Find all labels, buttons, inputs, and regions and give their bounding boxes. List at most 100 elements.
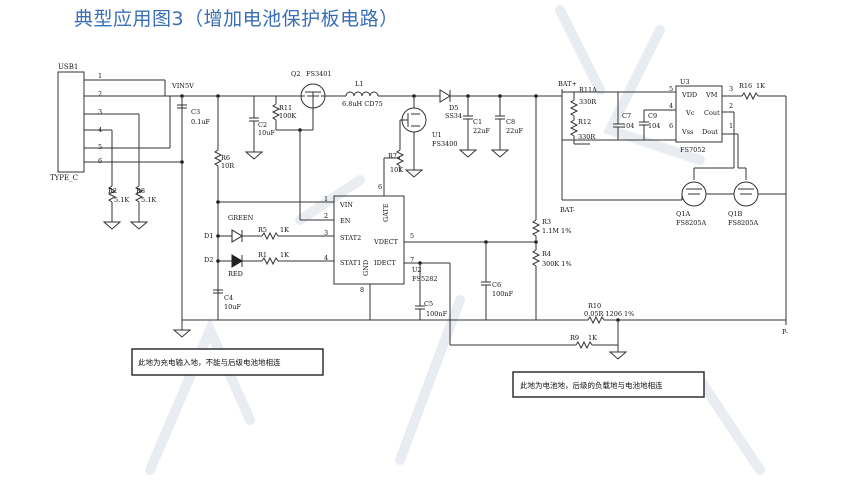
svg-text:6.8uH CD75: 6.8uH CD75 bbox=[342, 100, 383, 108]
svg-text:330R: 330R bbox=[579, 98, 597, 106]
svg-text:3: 3 bbox=[729, 85, 733, 93]
resistor-r6: R6 10R bbox=[213, 94, 235, 320]
svg-text:1: 1 bbox=[98, 72, 102, 80]
svg-text:22uF: 22uF bbox=[506, 127, 523, 135]
svg-text:C7: C7 bbox=[622, 112, 631, 120]
svg-text:6: 6 bbox=[378, 183, 382, 191]
svg-text:1: 1 bbox=[324, 195, 328, 203]
svg-text:FS3401: FS3401 bbox=[306, 70, 332, 78]
capacitor-c7: C7 104 bbox=[613, 92, 634, 140]
usb-ref: USB1 bbox=[58, 63, 78, 71]
svg-text:3: 3 bbox=[324, 229, 328, 237]
capacitor-c1: C1 22uF bbox=[458, 94, 490, 158]
svg-text:4: 4 bbox=[669, 102, 673, 110]
svg-text:6: 6 bbox=[98, 157, 102, 165]
svg-text:R16: R16 bbox=[739, 82, 752, 90]
svg-text:22uF: 22uF bbox=[473, 127, 490, 135]
led-d1: D1 GREEN bbox=[204, 214, 256, 243]
svg-text:C9: C9 bbox=[648, 112, 657, 120]
capacitor-c3: C3 0.1uF bbox=[177, 96, 211, 126]
vin-label: VIN5V bbox=[171, 82, 194, 90]
svg-text:FS5282: FS5282 bbox=[412, 275, 438, 283]
svg-text:5.1K: 5.1K bbox=[141, 196, 156, 204]
svg-text:R7: R7 bbox=[388, 152, 397, 160]
svg-text:R9: R9 bbox=[570, 334, 579, 342]
resistor-r11: R11 100K bbox=[271, 96, 300, 131]
resistor-r2: R2 5.1K bbox=[102, 130, 129, 230]
resistor-r9: R9 1K bbox=[570, 320, 628, 360]
svg-text:GREEN: GREEN bbox=[228, 214, 254, 222]
svg-text:R11: R11 bbox=[279, 104, 292, 112]
battery-terminals: BAT+ BAT- bbox=[534, 80, 577, 220]
svg-text:C2: C2 bbox=[258, 121, 267, 129]
bat-minus-label: BAT- bbox=[560, 206, 575, 214]
svg-text:1K: 1K bbox=[588, 334, 597, 342]
svg-text:R5: R5 bbox=[258, 226, 267, 234]
svg-text:C6: C6 bbox=[492, 281, 501, 289]
svg-text:R10: R10 bbox=[588, 302, 601, 310]
svg-text:10uF: 10uF bbox=[258, 129, 275, 137]
svg-text:Q1A: Q1A bbox=[676, 210, 690, 218]
resistor-r11a: R11A 330R bbox=[562, 86, 597, 117]
svg-text:此地为充电输入地，不能与后级电池地相连: 此地为充电输入地，不能与后级电池地相连 bbox=[138, 357, 281, 367]
svg-text:C4: C4 bbox=[224, 294, 233, 302]
svg-text:FS7052: FS7052 bbox=[680, 146, 706, 154]
svg-text:Q1B: Q1B bbox=[728, 210, 742, 218]
svg-text:5: 5 bbox=[98, 143, 102, 151]
svg-text:IDECT: IDECT bbox=[374, 259, 396, 267]
svg-text:R4: R4 bbox=[542, 250, 551, 258]
svg-text:VDD: VDD bbox=[681, 91, 697, 99]
svg-text:104: 104 bbox=[622, 122, 634, 130]
svg-text:2: 2 bbox=[98, 90, 102, 98]
svg-text:R2: R2 bbox=[108, 187, 117, 195]
svg-text:D1: D1 bbox=[204, 232, 213, 240]
svg-text:4: 4 bbox=[324, 254, 328, 262]
protection-ic-u3: U3 VDD VM Vc Cout Vss Dout FS7052 5 3 4 … bbox=[669, 78, 733, 154]
mosfet-q1a: Q1A FS8205A bbox=[562, 111, 739, 227]
svg-text:R1: R1 bbox=[258, 251, 267, 259]
page-title: 典型应用图3（增加电池保护板电路） bbox=[74, 8, 399, 30]
svg-text:5: 5 bbox=[410, 232, 414, 240]
svg-text:Q2: Q2 bbox=[291, 70, 300, 78]
svg-text:2: 2 bbox=[729, 102, 733, 110]
svg-text:Dout: Dout bbox=[702, 128, 718, 136]
svg-text:EN: EN bbox=[340, 217, 351, 225]
svg-text:GND: GND bbox=[362, 260, 370, 276]
svg-text:1K: 1K bbox=[280, 251, 289, 259]
svg-text:U1: U1 bbox=[432, 131, 442, 139]
svg-text:100nF: 100nF bbox=[492, 290, 514, 298]
note-battery-ground: 此地为电池地，后级的负载地与电池地相连 bbox=[512, 371, 705, 398]
capacitor-c4: C4 10uF bbox=[213, 280, 241, 311]
resistor-r5: R5 1K bbox=[256, 226, 334, 241]
led-d2: D2 RED bbox=[204, 254, 256, 278]
svg-text:D2: D2 bbox=[204, 256, 213, 264]
svg-text:8: 8 bbox=[360, 286, 364, 294]
svg-text:R6: R6 bbox=[221, 154, 230, 162]
usb-type: TYPE_C bbox=[50, 174, 78, 182]
svg-text:GATE: GATE bbox=[382, 203, 390, 222]
svg-text:7: 7 bbox=[410, 256, 414, 264]
resistor-r16: R16 1K P- bbox=[722, 82, 788, 336]
svg-text:2: 2 bbox=[324, 212, 328, 220]
svg-text:STAT1: STAT1 bbox=[340, 259, 361, 267]
svg-text:VM: VM bbox=[705, 91, 718, 99]
svg-text:C1: C1 bbox=[473, 118, 482, 126]
svg-text:330R: 330R bbox=[578, 133, 596, 141]
svg-text:Cout: Cout bbox=[704, 109, 720, 117]
svg-text:FS8205A: FS8205A bbox=[728, 219, 759, 227]
svg-text:1.1M 1%: 1.1M 1% bbox=[542, 227, 571, 235]
capacitor-c8: C8 22uF bbox=[490, 94, 523, 158]
svg-text:U3: U3 bbox=[680, 78, 690, 86]
svg-text:100nF: 100nF bbox=[426, 310, 448, 318]
svg-text:1K: 1K bbox=[756, 82, 765, 90]
svg-text:L1: L1 bbox=[355, 80, 363, 88]
svg-text:300K 1%: 300K 1% bbox=[542, 260, 572, 268]
svg-text:STAT2: STAT2 bbox=[340, 234, 361, 242]
svg-text:FS8205A: FS8205A bbox=[676, 219, 707, 227]
svg-text:100K: 100K bbox=[279, 112, 296, 120]
svg-text:C8: C8 bbox=[506, 118, 515, 126]
svg-text:R11A: R11A bbox=[579, 86, 597, 94]
svg-text:10uF: 10uF bbox=[224, 303, 241, 311]
note-input-ground: 此地为充电输入地，不能与后级电池地相连 bbox=[131, 348, 324, 376]
